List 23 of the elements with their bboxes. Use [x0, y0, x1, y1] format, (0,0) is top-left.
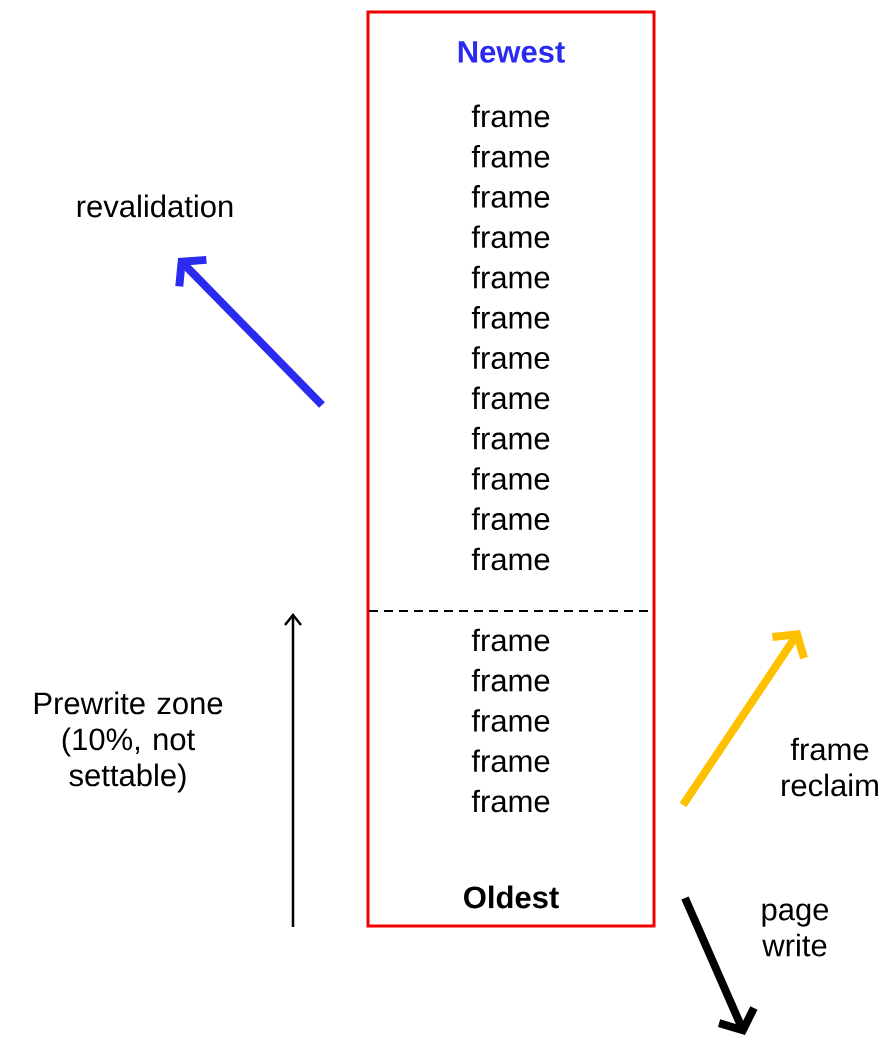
frame-label: frame — [471, 789, 550, 813]
heading: Oldest — [464, 885, 559, 909]
heading: Newest — [458, 41, 565, 63]
frame-label: frame — [471, 547, 550, 571]
frame-label: frame — [471, 185, 550, 208]
frame-label: frame — [471, 346, 550, 369]
frame-label: frame — [471, 668, 550, 692]
frame-label: frame — [471, 306, 550, 329]
frame-label: frame — [471, 709, 550, 732]
arrow-label: frame reclaim — [782, 737, 878, 797]
frame-label: frame — [471, 426, 550, 450]
frame-label: frame — [471, 628, 550, 652]
arrow-label: revalidation — [77, 194, 233, 218]
arrow-label: page write — [762, 903, 829, 957]
frame-label: frame — [471, 749, 550, 773]
frame-label: frame — [471, 225, 550, 249]
zone-label: Prewrite zone (10%, not settable) — [34, 691, 223, 793]
frame-label: frame — [471, 144, 550, 168]
frame-label: frame — [471, 386, 550, 410]
frame-label: frame — [471, 104, 550, 128]
frame-label: frame — [471, 507, 550, 531]
frame-label: frame — [471, 467, 550, 490]
frame-label: frame — [471, 265, 550, 289]
